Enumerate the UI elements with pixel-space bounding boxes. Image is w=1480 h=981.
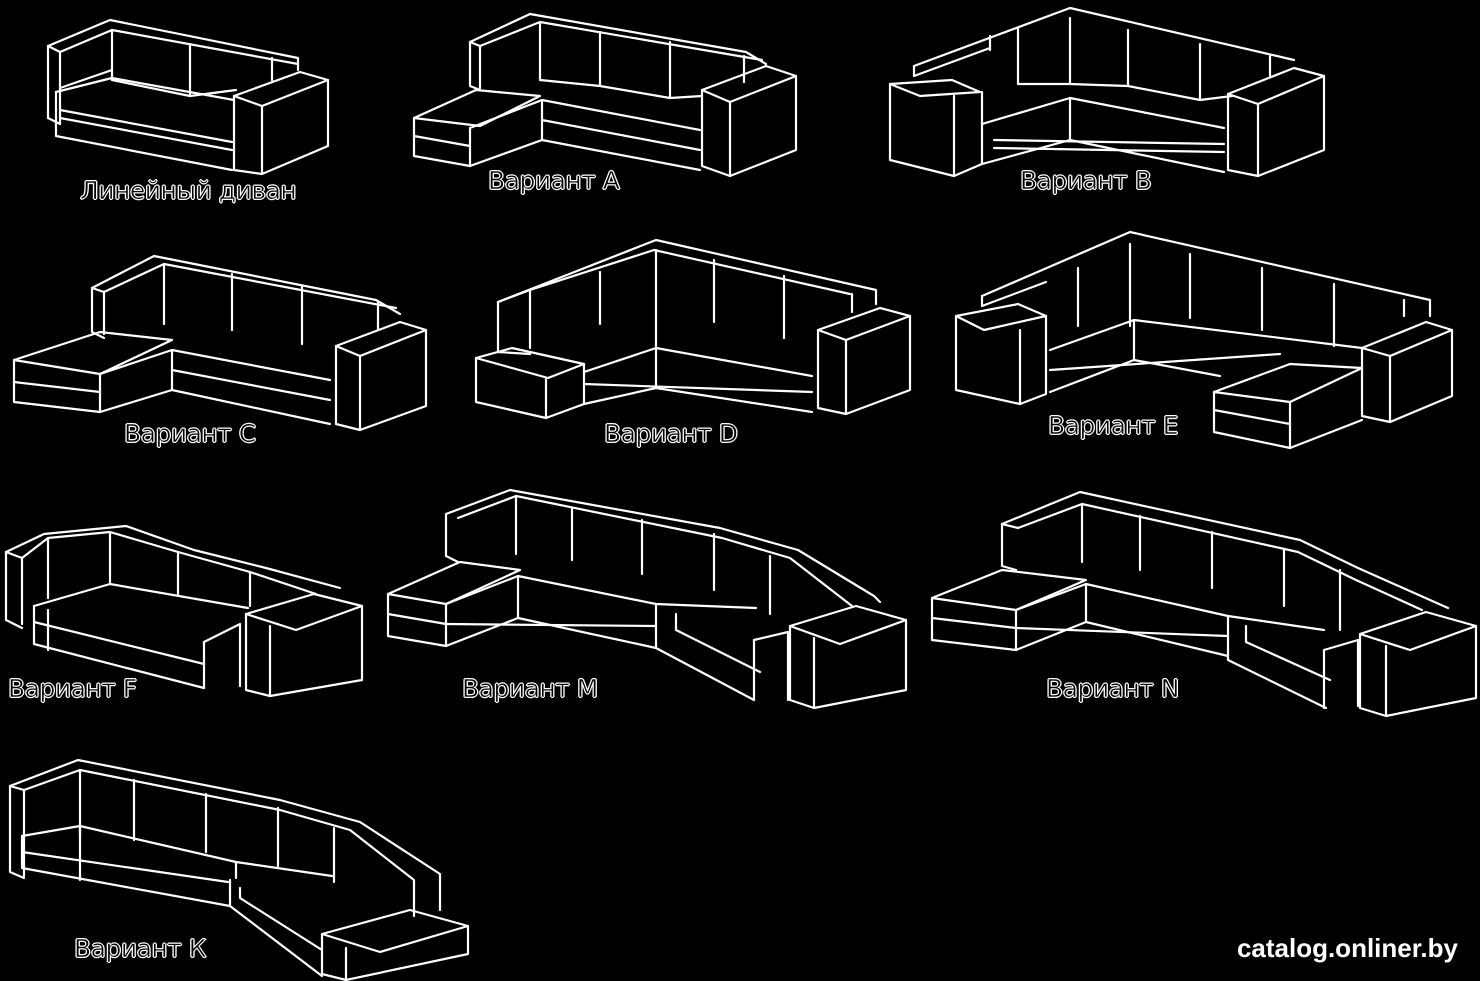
sofa-variant-n-drawing xyxy=(930,490,1478,718)
label-variant-e: Вариант Е xyxy=(1048,411,1179,441)
label-variant-b: Вариант В xyxy=(1020,166,1153,196)
label-variant-n: Вариант N xyxy=(1046,674,1180,704)
label-variant-k: Вариант К xyxy=(74,934,207,964)
sofa-variant-m-drawing xyxy=(386,488,908,710)
sofa-variant-d-drawing xyxy=(474,238,912,420)
sofa-variant-a-drawing xyxy=(412,12,798,178)
sofa-variant-f-drawing xyxy=(4,524,364,698)
label-variant-d: Вариант D xyxy=(604,419,739,449)
sofa-variant-k-drawing xyxy=(8,758,470,981)
label-variant-m: Вариант М xyxy=(462,674,599,704)
sofa-variant-e-drawing xyxy=(954,230,1454,450)
label-variant-a: Вариант А xyxy=(488,166,620,196)
watermark-text: catalog.onliner.by xyxy=(1236,933,1458,963)
label-linear-sofa: Линейный диван xyxy=(80,176,297,206)
sofa-variant-b-drawing xyxy=(888,6,1326,178)
sofa-variant-c-drawing xyxy=(12,254,428,432)
label-variant-f: Вариант F xyxy=(8,674,138,704)
label-variant-c: Вариант С xyxy=(124,419,257,449)
sofa-linear-drawing xyxy=(46,18,330,176)
